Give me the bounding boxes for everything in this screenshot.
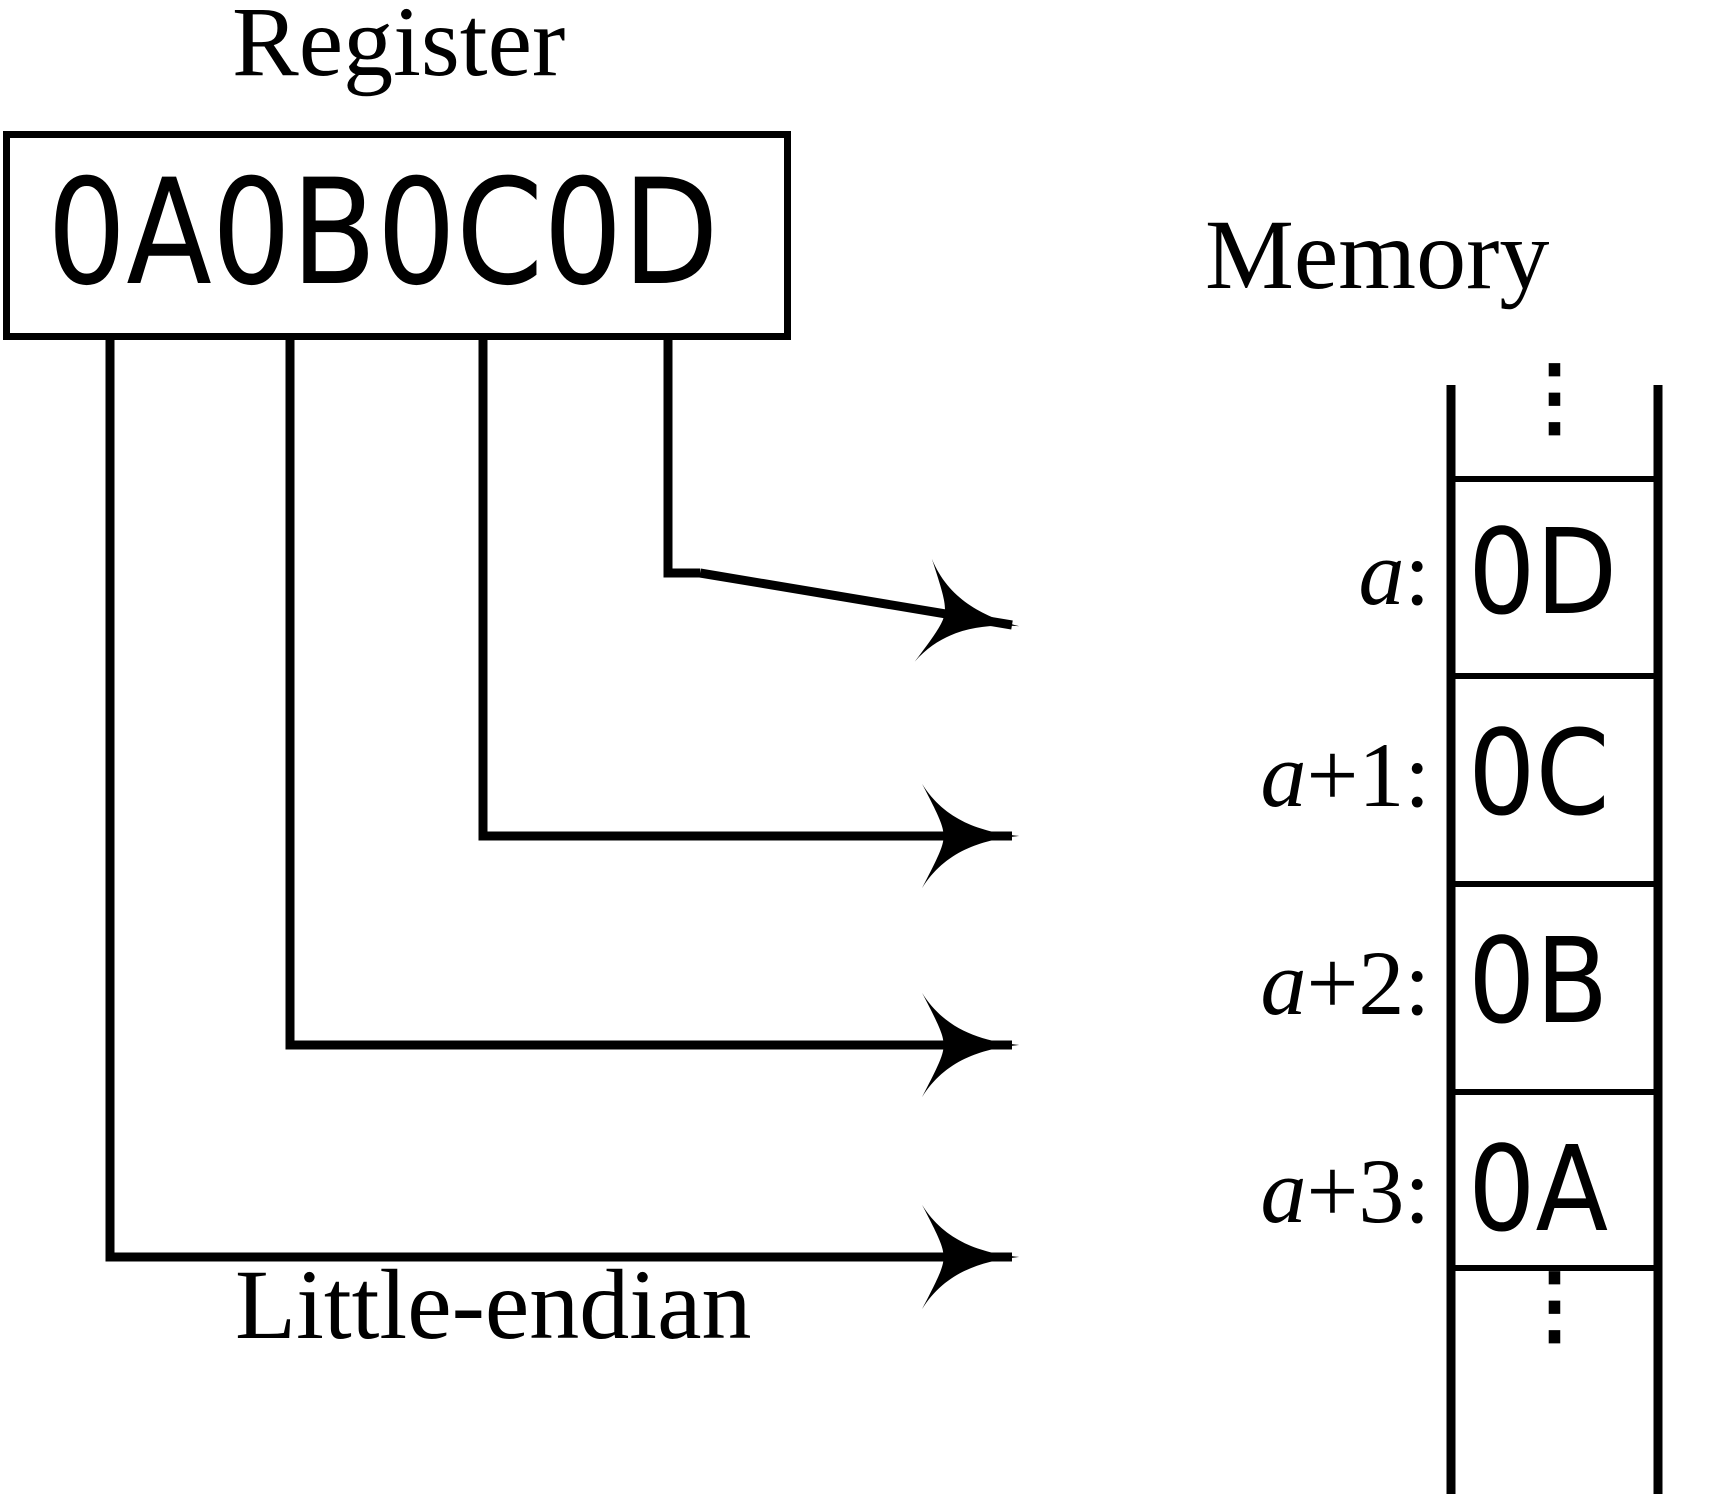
register-value: 0A0B0C0D bbox=[47, 148, 719, 318]
memory-cell-value-a-plus-3: 0A bbox=[1468, 1120, 1609, 1258]
address-offset-a-plus-3: +3 bbox=[1306, 1140, 1405, 1242]
address-offset-a-plus-2: +2 bbox=[1306, 932, 1405, 1034]
address-colon-a-plus-1: : bbox=[1404, 724, 1430, 826]
address-colon-a: : bbox=[1404, 522, 1430, 624]
memory-address-label-a-plus-1: a+1: bbox=[990, 729, 1430, 821]
memory-address-label-a-plus-2: a+2: bbox=[990, 937, 1430, 1029]
memory-address-label-a: a: bbox=[990, 527, 1430, 619]
memory-address-label-a-plus-3: a+3: bbox=[990, 1145, 1430, 1237]
memory-cell-value-a-plus-2: 0B bbox=[1468, 912, 1609, 1050]
address-base-a-plus-2: a bbox=[1260, 932, 1307, 1034]
memory-bottom-ellipsis: ⋮ bbox=[1511, 1257, 1598, 1353]
register-title: Register bbox=[232, 0, 566, 97]
address-colon-a-plus-2: : bbox=[1404, 932, 1430, 1034]
memory-cell-value-a-plus-1: 0C bbox=[1468, 704, 1610, 842]
connector-0C bbox=[478, 337, 1020, 889]
memory-column bbox=[1446, 385, 1663, 1494]
connector-0D bbox=[663, 337, 1020, 662]
address-base-a-plus-3: a bbox=[1260, 1140, 1307, 1242]
memory-cell-value-a: 0D bbox=[1468, 503, 1618, 641]
endianness-caption: Little-endian bbox=[235, 1249, 752, 1360]
address-base-a-plus-1: a bbox=[1260, 724, 1307, 826]
address-base-a: a bbox=[1358, 522, 1405, 624]
memory-title: Memory bbox=[1205, 199, 1550, 310]
address-offset-a-plus-1: +1 bbox=[1306, 724, 1405, 826]
address-colon-a-plus-3: : bbox=[1404, 1140, 1430, 1242]
memory-top-ellipsis: ⋮ bbox=[1511, 349, 1598, 445]
register-box bbox=[3, 131, 791, 340]
connector-0A bbox=[105, 337, 1020, 1310]
connector-0B bbox=[285, 337, 1020, 1098]
